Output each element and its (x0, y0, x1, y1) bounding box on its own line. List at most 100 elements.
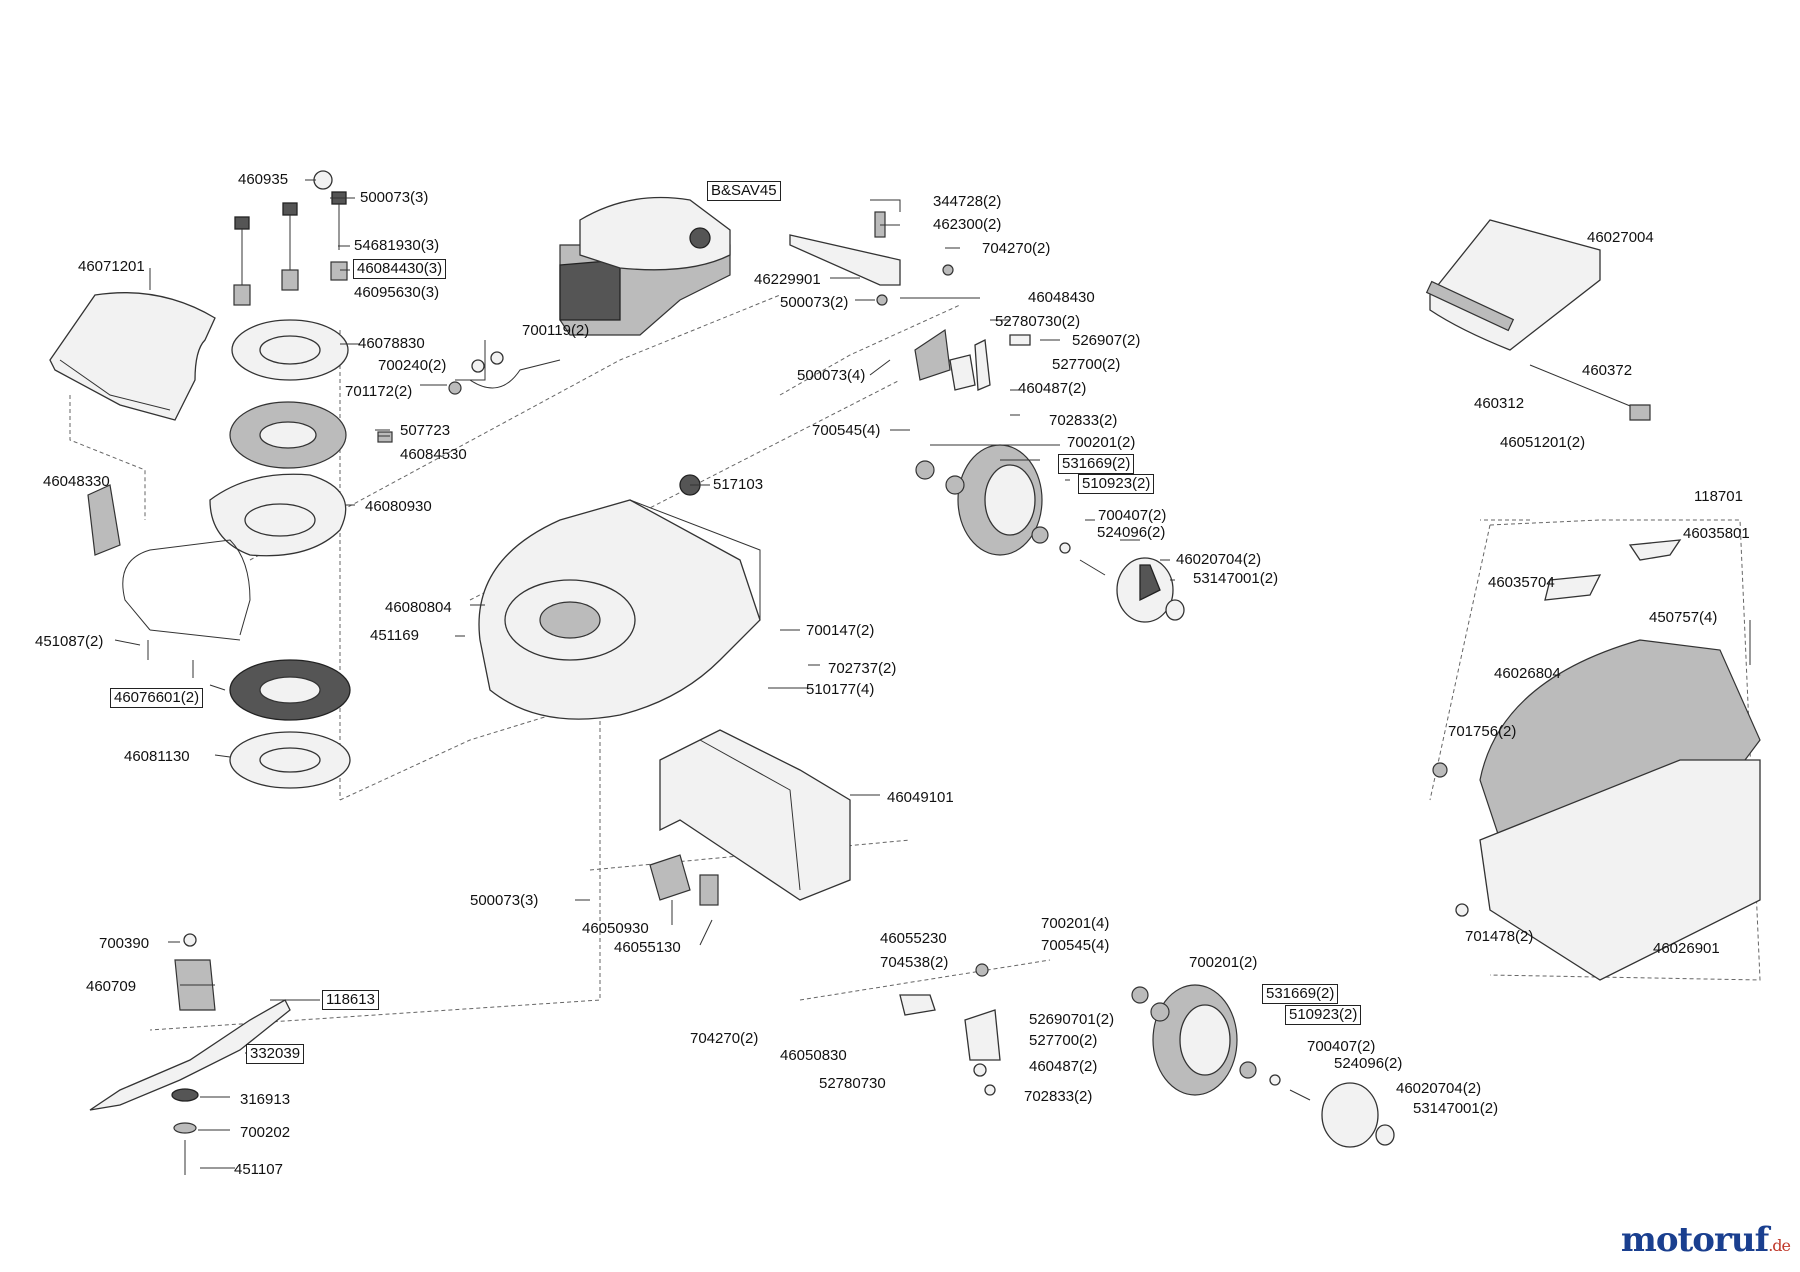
label-52690701: 52690701(2) (1029, 1011, 1115, 1028)
grass-cover-part (49, 292, 216, 421)
label-704538: 704538(2) (880, 954, 949, 971)
mounting-plate (231, 319, 349, 381)
label-462300: 462300(2) (933, 216, 1002, 233)
small-screws (147, 351, 561, 678)
label-46026901: 46026901 (1653, 940, 1720, 957)
label-460372: 460372 (1582, 362, 1633, 379)
label-46035704: 46035704 (1488, 574, 1555, 591)
label-460487-top: 460487(2) (1018, 380, 1087, 397)
label-701478: 701478(2) (1465, 928, 1534, 945)
label-46026804: 46026804 (1494, 665, 1561, 682)
label-500073-2: 500073(2) (780, 294, 849, 311)
label-engine: B&SAV45 (707, 181, 781, 201)
label-460312: 460312 (1474, 395, 1525, 412)
label-700201-bot: 700201(2) (1189, 954, 1258, 971)
label-524096-bot: 524096(2) (1334, 1055, 1403, 1072)
label-46076601: 46076601(2) (110, 688, 204, 708)
label-460709: 460709 (86, 978, 137, 995)
label-700201-4: 700201(4) (1041, 915, 1110, 932)
label-46027004: 46027004 (1587, 229, 1654, 246)
label-46048430: 46048430 (1028, 289, 1095, 306)
label-700407-bot: 700407(2) (1307, 1038, 1376, 1055)
label-54681930: 54681930(3) (354, 237, 440, 254)
label-527700-top: 527700(2) (1052, 356, 1121, 373)
label-46020704-top: 46020704(2) (1176, 551, 1262, 568)
label-316913: 316913 (240, 1091, 291, 1108)
label-46050830: 46050830 (780, 1047, 847, 1064)
label-700407-top: 700407(2) (1098, 507, 1167, 524)
label-700147: 700147(2) (806, 622, 875, 639)
label-704270-top: 704270(2) (982, 240, 1051, 257)
label-46035801: 46035801 (1683, 525, 1750, 542)
label-700390: 700390 (99, 935, 150, 952)
label-527700-bot: 527700(2) (1029, 1032, 1098, 1049)
label-700240: 700240(2) (378, 357, 447, 374)
label-46071201: 46071201 (78, 258, 145, 275)
label-118613: 118613 (322, 990, 379, 1010)
label-702833-top: 702833(2) (1049, 412, 1118, 429)
label-510923-top: 510923(2) (1078, 474, 1155, 494)
handle-mount-bracket (789, 211, 1031, 391)
impeller-ring (229, 659, 351, 721)
label-46084530: 46084530 (400, 446, 467, 463)
label-46051201: 46051201(2) (1500, 434, 1586, 451)
label-46055230: 46055230 (880, 930, 947, 947)
label-46080930: 46080930 (365, 498, 432, 515)
rear-wheel (899, 963, 1395, 1148)
label-344728: 344728(2) (933, 193, 1002, 210)
label-702737: 702737(2) (828, 660, 897, 677)
label-531669-top: 531669(2) (1058, 454, 1135, 474)
site-watermark: motoruf.de (1620, 1220, 1791, 1260)
fan-disk (229, 401, 347, 469)
front-wheel (915, 444, 1185, 623)
label-700545-bot: 700545(4) (1041, 937, 1110, 954)
label-46095630: 46095630(3) (354, 284, 440, 301)
label-700202: 700202 (240, 1124, 291, 1141)
bottom-disk (229, 731, 351, 789)
mower-deck (478, 474, 761, 720)
grass-catcher (1432, 539, 1761, 981)
label-451169: 451169 (370, 627, 419, 644)
handle-bracket (87, 484, 251, 641)
label-500073-3-mid: 500073(3) (470, 892, 539, 909)
label-46078830: 46078830 (358, 335, 425, 352)
rear-chute (649, 729, 851, 906)
label-517103: 517103 (713, 476, 764, 493)
label-704270-bot: 704270(2) (690, 1030, 759, 1047)
label-700545-top: 700545(4) (812, 422, 881, 439)
label-531669-bot: 531669(2) (1262, 984, 1339, 1004)
label-702833-bot: 702833(2) (1024, 1088, 1093, 1105)
label-701172: 701172(2) (345, 383, 413, 400)
label-701756: 701756(2) (1448, 723, 1517, 740)
label-510177: 510177(4) (806, 681, 875, 698)
label-46050930: 46050930 (582, 920, 649, 937)
label-52780730-2: 52780730(2) (995, 313, 1081, 330)
label-46229901: 46229901 (754, 271, 821, 288)
label-46049101: 46049101 (887, 789, 954, 806)
leader-lines (114, 179, 1175, 1169)
label-450757: 450757(4) (1649, 609, 1718, 626)
label-510923-bot: 510923(2) (1285, 1005, 1362, 1025)
studs-and-nuts (233, 170, 348, 306)
label-332039: 332039 (246, 1044, 305, 1064)
baffle-part (209, 473, 347, 557)
label-700119: 700119(2) (522, 322, 590, 339)
label-46084430: 46084430(3) (353, 259, 447, 279)
label-46020704-bot: 46020704(2) (1396, 1080, 1482, 1097)
label-46080804: 46080804 (385, 599, 452, 616)
label-451107: 451107 (234, 1161, 283, 1178)
label-52780730: 52780730 (819, 1075, 886, 1092)
watermark-tld: .de (1768, 1236, 1791, 1255)
label-700201-top: 700201(2) (1067, 434, 1136, 451)
engine-part (559, 196, 731, 336)
label-53147001-top: 53147001(2) (1193, 570, 1279, 587)
label-507723: 507723 (400, 422, 451, 439)
label-46081130: 46081130 (124, 748, 190, 765)
label-460487-bot: 460487(2) (1029, 1058, 1098, 1075)
watermark-main: motoruf (1620, 1220, 1769, 1260)
label-500073-3-top: 500073(3) (360, 189, 429, 206)
grass-box-lid (1425, 219, 1651, 421)
label-460935: 460935 (238, 171, 289, 188)
label-46048330: 46048330 (43, 473, 110, 490)
